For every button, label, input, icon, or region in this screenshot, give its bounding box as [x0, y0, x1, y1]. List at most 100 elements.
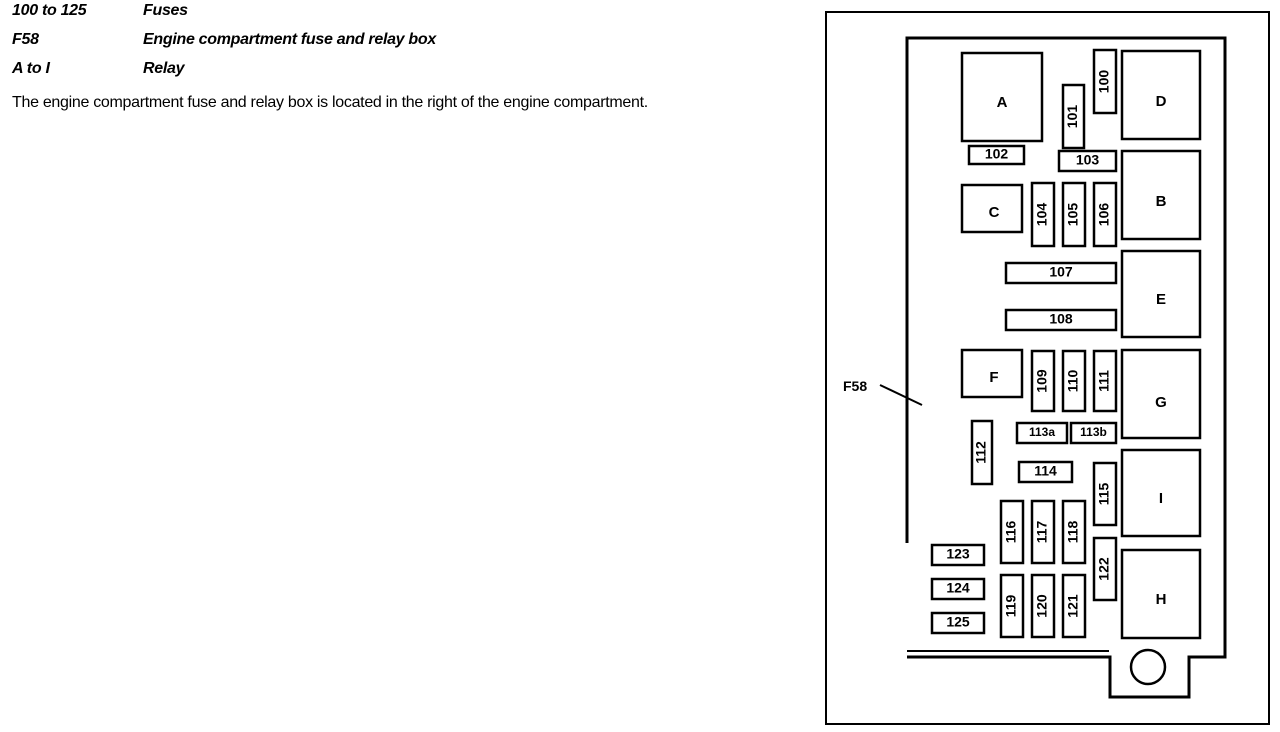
relay-d: D	[1120, 49, 1202, 141]
fuse-body	[1030, 181, 1056, 248]
fuse-body	[999, 499, 1025, 565]
relay-label: F	[989, 369, 998, 386]
fuse-body	[970, 419, 994, 486]
fuse-box-outline	[905, 36, 1227, 699]
fuse-label: 113a	[1029, 425, 1055, 439]
components: A B C D E F G H I 100 101 102 103 104 105 106 107 108 109 1…	[930, 48, 1202, 640]
fuse-label: 113b	[1080, 425, 1107, 439]
fuse-label: 111	[1096, 370, 1112, 392]
fuse-119: 119	[999, 573, 1025, 639]
fuse-116: 116	[999, 499, 1025, 565]
fuse-label: 124	[946, 580, 970, 596]
fuse-body	[930, 611, 986, 635]
fuse-120: 120	[1030, 573, 1056, 639]
fuse-125: 125	[930, 611, 986, 635]
fuse-label: 123	[946, 546, 970, 562]
fuse-label: 121	[1065, 594, 1081, 618]
fuse-111: 111	[1092, 349, 1118, 413]
fuse-label: 110	[1065, 369, 1081, 392]
relay-body	[960, 348, 1024, 399]
fuse-114: 114	[1017, 460, 1074, 484]
legend-key: A to I	[12, 60, 50, 77]
fuse-body	[1061, 83, 1086, 150]
fuse-body	[999, 573, 1025, 639]
legend-key: F58	[12, 31, 39, 48]
fuse-label: 117	[1034, 520, 1050, 543]
fuse-body	[1092, 536, 1118, 602]
fuse-label: 119	[1003, 594, 1019, 617]
relay-body	[1120, 49, 1202, 141]
relay-body	[1120, 149, 1202, 241]
fuse-body	[1092, 461, 1118, 527]
fuse-body	[1061, 181, 1087, 248]
relay-label: I	[1159, 490, 1163, 507]
legend-desc: Fuses	[143, 2, 188, 19]
fuse-label: 116	[1003, 520, 1019, 543]
fuse-109: 109	[1030, 349, 1056, 413]
location-note: The engine compartment fuse and relay bo…	[12, 94, 648, 111]
fuse-body	[1017, 460, 1074, 484]
fuse-body	[1092, 349, 1118, 413]
fuse-label: 101	[1064, 105, 1080, 129]
relay-label: A	[997, 94, 1008, 111]
relay-body	[1120, 448, 1202, 538]
legend-desc: Relay	[143, 60, 185, 77]
fuse-label: 105	[1065, 203, 1081, 227]
fuse-112: 112	[970, 419, 994, 486]
mounting-hole	[1129, 648, 1167, 686]
fuse-label: 107	[1049, 264, 1073, 280]
relay-body	[960, 51, 1044, 143]
relay-body	[960, 183, 1024, 234]
fuse-label: 114	[1034, 463, 1057, 479]
f58-leader-line	[879, 384, 923, 406]
relay-label: G	[1155, 394, 1167, 411]
relay-body	[1120, 348, 1202, 440]
relay-e: E	[1120, 249, 1202, 339]
fuse-label: 108	[1049, 311, 1073, 327]
relay-b: B	[1120, 149, 1202, 241]
relay-c: C	[960, 183, 1024, 234]
fuse-110: 110	[1061, 349, 1087, 413]
fuse-100: 100	[1092, 48, 1118, 115]
fuse-body	[1004, 261, 1118, 285]
fuse-122: 122	[1092, 536, 1118, 602]
fuse-label: 120	[1034, 594, 1050, 618]
fuse-121: 121	[1061, 573, 1087, 639]
fuse-label: 102	[985, 146, 1009, 162]
f58-callout: F58	[843, 378, 867, 394]
fuse-body	[1092, 181, 1118, 248]
fuse-box-svg: F58 A B C D E F G H I 100 101 102 103 104 105 106 107 108…	[843, 36, 1227, 699]
relay-g: G	[1120, 348, 1202, 440]
fuse-label: 106	[1096, 203, 1112, 227]
fuse-107: 107	[1004, 261, 1118, 285]
fuse-label: 103	[1076, 152, 1100, 168]
relay-i: I	[1120, 448, 1202, 538]
relay-label: B	[1156, 193, 1167, 210]
fuse-label: 112	[973, 441, 989, 464]
fuse-118: 118	[1061, 499, 1087, 565]
fuse-body	[930, 577, 986, 601]
relay-label: E	[1156, 291, 1166, 308]
fuse-body	[1030, 573, 1056, 639]
fuse-body	[1030, 499, 1056, 565]
fuse-108: 108	[1004, 308, 1118, 332]
fuse-body	[1069, 421, 1118, 445]
relay-label: D	[1156, 93, 1167, 110]
fuse-115: 115	[1092, 461, 1118, 527]
fuse-105: 105	[1061, 181, 1087, 248]
fuse-124: 124	[930, 577, 986, 601]
fuse-label: 122	[1096, 557, 1112, 581]
fuse-label: 104	[1034, 203, 1050, 227]
fuse-113b: 113b	[1069, 421, 1118, 445]
relay-label: H	[1156, 591, 1167, 608]
fuse-body	[1057, 149, 1118, 173]
relay-a: A	[960, 51, 1044, 143]
relay-body	[1120, 548, 1202, 640]
fuse-body	[967, 144, 1026, 166]
fuse-113a: 113a	[1015, 421, 1069, 445]
fuse-box-diagram: F58 A B C D E F G H I 100 101 102 103 104 105 106 107 108…	[825, 11, 1270, 725]
fuse-label: 109	[1034, 369, 1050, 393]
fuse-body	[1004, 308, 1118, 332]
fuse-102: 102	[967, 144, 1026, 166]
fuse-body	[1061, 573, 1087, 639]
